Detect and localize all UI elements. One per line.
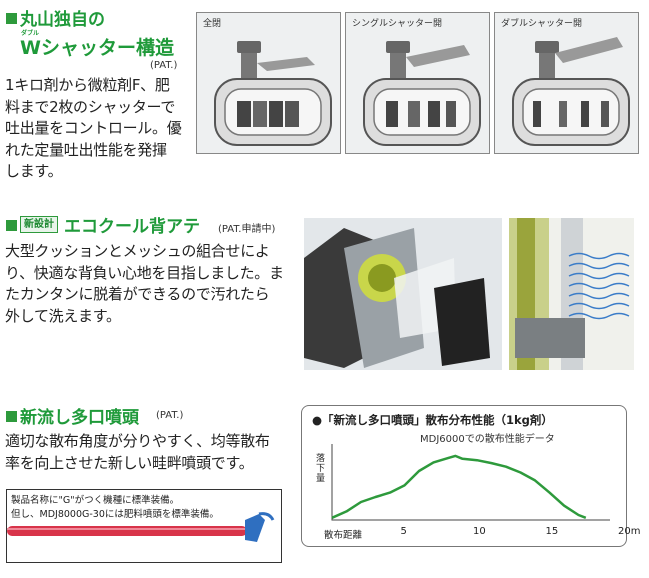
x-tick-label: 10 [473, 526, 486, 537]
shutter-closed-illustration [214, 41, 332, 146]
section1-title-line1: 丸山独自の [20, 10, 105, 30]
section3-body: 適切な散布角度が分りやすく、均等散布 率を向上させた新しい畦畔噴頭です。 [5, 432, 270, 472]
chart-ylabel: 落下量 [316, 454, 326, 484]
section2-marker [6, 220, 17, 231]
shutter-panel-closed: 全閉 [196, 12, 341, 154]
section1-body: 1キロ剤から微粒剤F、肥 料まで2枚のシャッターで 吐出量をコントロール。優 れ… [5, 76, 182, 180]
nozzle-hose-illustration [7, 512, 275, 542]
section1-marker [6, 13, 17, 24]
chart-title: ●「新流し多口噴頭」散布分布性能（1kg剤） [312, 413, 553, 427]
shutter-panel-single: シングルシャッター開 [345, 12, 490, 154]
spread-series-line-0 [331, 454, 587, 519]
section1-pat: (PAT.) [150, 60, 178, 71]
section2-title: エコクール背アテ [64, 217, 200, 237]
x-tick-label: 5 [400, 526, 407, 537]
section3-marker [6, 411, 17, 422]
chart-xlabel: 散布距離 [324, 530, 363, 541]
chart-subtitle: MDJ6000での散布性能データ [420, 434, 555, 445]
x-tick-label: 15 [545, 526, 559, 537]
section3-title: 新流し多口噴頭 [20, 408, 139, 428]
section1-ruby: ダブル [21, 30, 40, 37]
chart-axes [331, 444, 610, 521]
spread-distribution-chart: ●「新流し多口噴頭」散布分布性能（1kg剤） MDJ6000での散布性能データ … [301, 405, 640, 547]
new-design-badge: 新設計 [20, 216, 58, 233]
shutter-panel-double: ダブルシャッター開 [494, 12, 639, 154]
shutter-double-illustration [512, 37, 630, 146]
section3-pat: (PAT.) [156, 410, 184, 421]
shutter-single-illustration [363, 41, 481, 146]
chart-plot-area [331, 444, 610, 521]
airflow-photo [509, 218, 634, 370]
section2-body: 大型クッションとメッシュの組合せによ り、快適な背負い心地を目指しました。ま た… [5, 242, 284, 325]
back-pad-photo [304, 218, 502, 370]
x-tick-label: 20m [618, 526, 641, 537]
section1-title-line2: Wシャッター構造 [20, 37, 174, 59]
standard-equipment-note: 製品名称に"G"がつく機種に標準装備。 但し、MDJ8000G-30には肥料噴頭… [6, 489, 282, 563]
section2-pat: (PAT.申請中) [218, 224, 276, 235]
